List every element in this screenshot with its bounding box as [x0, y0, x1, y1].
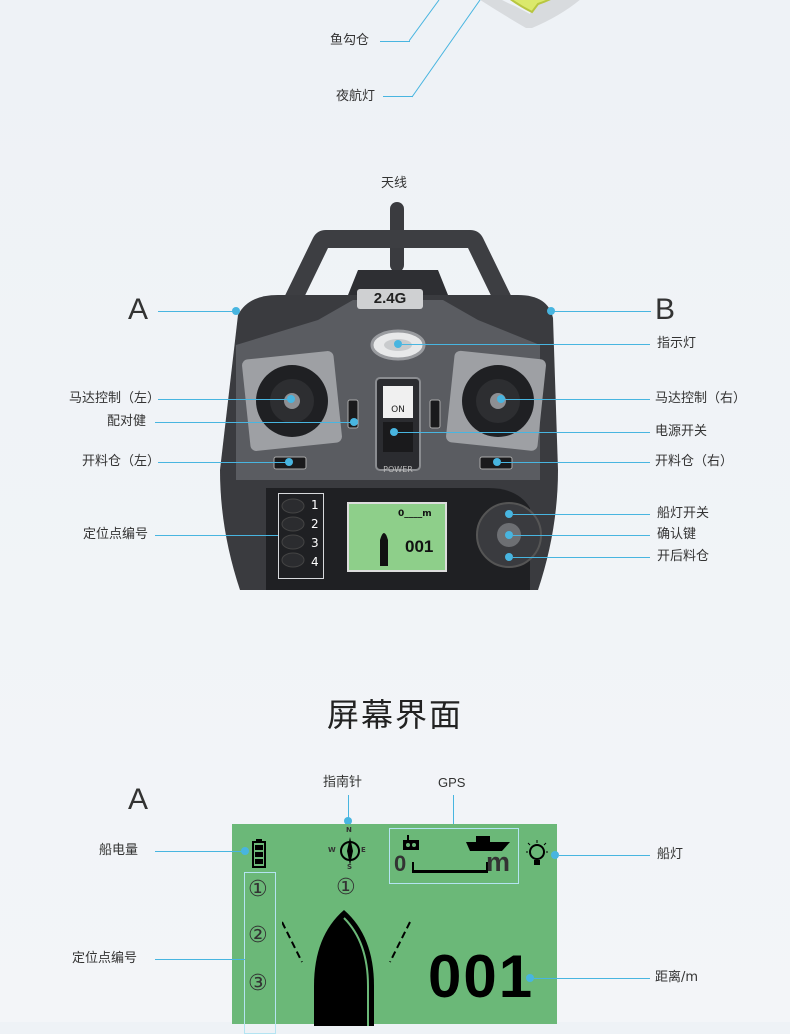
side-letter-b: B	[655, 293, 676, 326]
label-open-bay-left: 开料仓（左）	[81, 454, 160, 469]
label-pair-key: 配对健	[106, 414, 146, 429]
compass-s: S	[347, 863, 353, 871]
lcd-display: N S W E 0 m ① ② ③ ① 001	[232, 824, 557, 1034]
compass-w: W	[328, 846, 336, 854]
remote-controller: ON POWER	[218, 200, 558, 595]
switch-on-text: ON	[391, 405, 405, 415]
label-open-rear-bay: 开后料仓	[657, 549, 710, 564]
gps-scale-bar	[412, 862, 488, 873]
label-power-switch: 电源开关	[655, 424, 708, 439]
battery-icon	[252, 839, 266, 868]
point-number-list: 1 2 3 4	[278, 493, 324, 579]
label-boat-light: 船灯	[657, 847, 684, 862]
mini-lcd-counter: 001	[405, 537, 434, 556]
point-number-1: 1	[311, 498, 319, 512]
label-compass: 指南针	[323, 775, 363, 790]
label-boat-light-switch: 船灯开关	[657, 506, 710, 521]
boat-point-label: ①	[336, 875, 356, 900]
compass-n: N	[346, 826, 352, 834]
label-antenna: 天线	[381, 176, 408, 191]
compass-icon	[328, 828, 372, 872]
label-hook-bay: 鱼勾仓	[330, 33, 370, 48]
gps-scale-zero: 0	[394, 851, 407, 876]
point-number-3: 3	[311, 536, 319, 550]
label-indicator: 指示灯	[657, 336, 697, 351]
point-number-2: 2	[311, 517, 319, 531]
label-open-bay-right: 开料仓（右）	[655, 454, 734, 469]
mini-lcd-scale: 0____m	[398, 509, 432, 519]
screen-corner-letter-a: A	[128, 783, 149, 816]
compass-e: E	[361, 846, 366, 854]
badge-2-4g: 2.4G	[357, 289, 423, 309]
switch-power-text: POWER	[383, 465, 413, 474]
label-positioning-points-screen: 定位点编号	[72, 951, 138, 966]
leader-dot-a	[232, 307, 240, 315]
boat-light-icon	[524, 840, 550, 872]
gps-scale-unit: m	[486, 847, 511, 877]
label-positioning-points-remote: 定位点编号	[82, 527, 148, 542]
mini-scale-zero: 0	[398, 509, 405, 519]
point-2: ②	[248, 923, 268, 948]
label-motor-right: 马达控制（右）	[655, 391, 747, 406]
section-heading: 屏幕界面	[326, 696, 463, 734]
label-motor-left: 马达控制（左）	[68, 391, 160, 406]
mini-scale-unit: m	[422, 509, 432, 519]
label-gps: GPS	[438, 775, 466, 790]
boat-icon	[281, 906, 422, 1030]
gps-box: 0 m	[389, 828, 519, 884]
gps-boat-icon	[466, 834, 510, 856]
label-battery: 船电量	[99, 843, 139, 858]
boat-hull-corner	[440, 0, 600, 45]
label-confirm-key: 确认键	[657, 527, 697, 542]
point-number-4: 4	[311, 555, 319, 569]
points-list-box: ① ② ③	[244, 872, 276, 1034]
gps-device-icon	[402, 835, 420, 855]
label-distance: 距离/m	[655, 970, 699, 985]
point-1: ①	[248, 877, 268, 902]
distance-counter: 001	[428, 943, 535, 1010]
side-letter-a: A	[128, 293, 149, 326]
point-3: ③	[248, 971, 268, 996]
leader-dot-b	[547, 307, 555, 315]
label-night-light: 夜航灯	[336, 89, 376, 104]
